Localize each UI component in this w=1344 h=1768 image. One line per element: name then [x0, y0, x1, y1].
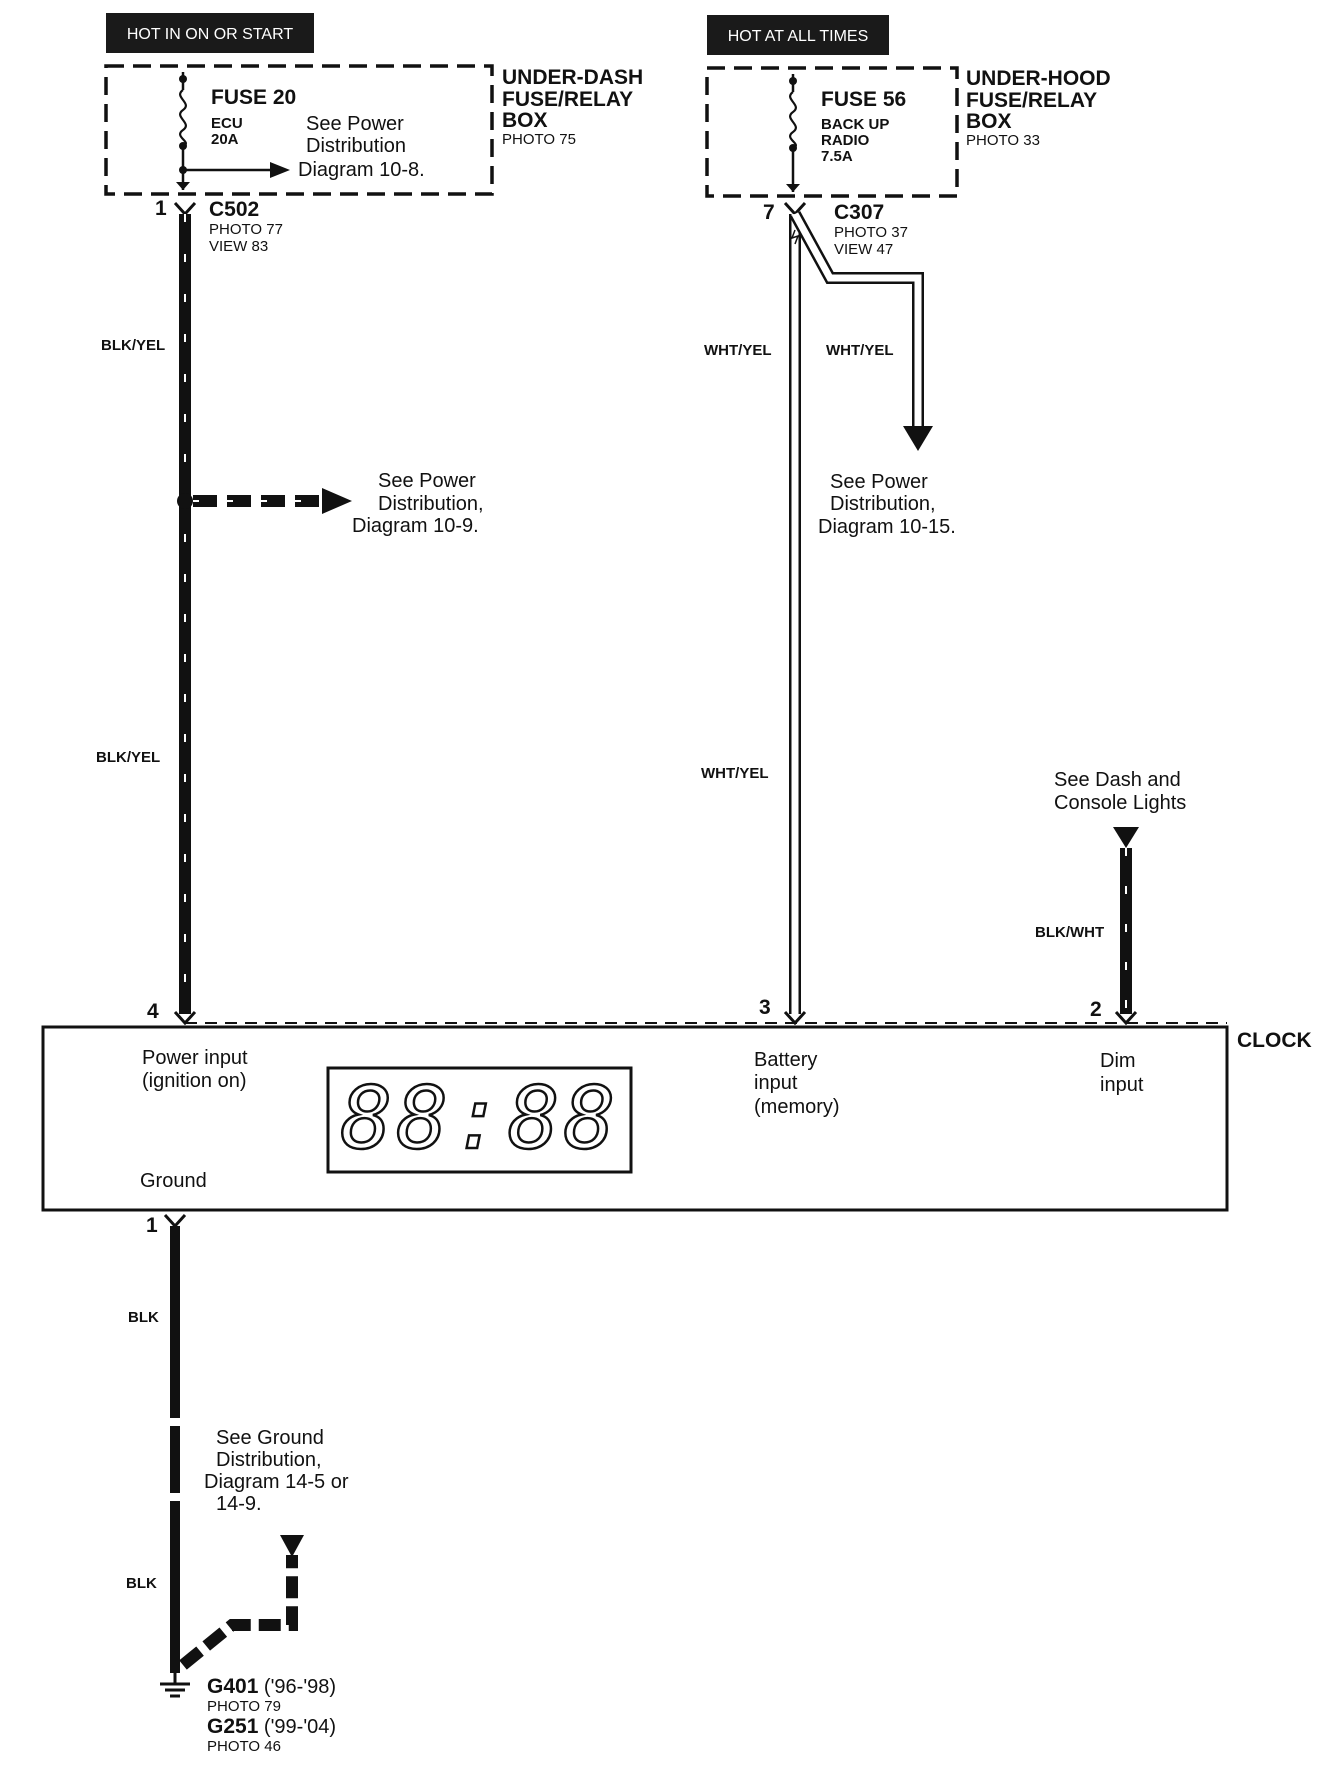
fuse20-symbol	[179, 89, 187, 148]
underhood-fuse-box: FUSE 56 BACK UP RADIO 7.5A UNDER-HOOD FU…	[705, 66, 1111, 198]
clock-ground-label: Ground	[140, 1170, 207, 1192]
g251-years: ('99-'04)	[258, 1716, 336, 1738]
clock-component: 4 3 2 CLOCK Power input (ignition on) Ba…	[41, 996, 1312, 1237]
arrow-down-icon	[280, 1535, 304, 1557]
underdash-box-line3: BOX	[502, 109, 548, 132]
fuse56-circuit2: RADIO	[821, 132, 870, 149]
c502-photo: PHOTO 77	[209, 221, 283, 238]
fuse56-rating: 7.5A	[821, 148, 853, 165]
ground-point-labels: G401 ('96-'98) PHOTO 79 G251 ('99-'04) P…	[207, 1675, 336, 1755]
clock-display-digits: 88:88	[341, 1069, 620, 1169]
terminal-2	[1114, 1010, 1138, 1026]
clock-pin-2: 2	[1090, 998, 1102, 1021]
clock-display	[326, 1066, 633, 1174]
splice-dot	[177, 493, 193, 509]
clock-pin-4: 4	[147, 1000, 159, 1023]
ref-ground-dist-1: See Ground	[216, 1427, 324, 1449]
c307-view: VIEW 47	[834, 241, 893, 258]
ref-pd-10-15-1: See Power	[830, 471, 928, 493]
header-left-label: HOT IN ON OR START	[127, 26, 293, 43]
clock-battery-label-2: input	[754, 1072, 798, 1094]
clock-pin-3: 3	[759, 996, 771, 1019]
arrow-down-icon	[903, 426, 933, 451]
c502-name: C502	[209, 198, 259, 221]
c502-view: VIEW 83	[209, 238, 268, 255]
ref-dash-lights-1: See Dash and	[1054, 769, 1181, 791]
g251-label: G251 ('99-'04)	[207, 1715, 336, 1738]
ref-pd-10-15-2: Distribution,	[830, 493, 936, 515]
arrow-down-icon	[1113, 827, 1139, 848]
ref-ground-dist-2: Distribution,	[216, 1449, 322, 1471]
ref-dash-lights-2: Console Lights	[1054, 792, 1186, 814]
fuse20-circuit: ECU	[211, 115, 243, 132]
fuse20-ref-3: Diagram 10-8.	[298, 159, 425, 181]
g251-id: G251	[207, 1715, 259, 1738]
wire-label-whtyel-2: WHT/YEL	[826, 342, 894, 359]
clock-power-label-2: (ignition on)	[142, 1070, 247, 1092]
fuse20-ref-2: Distribution	[306, 135, 406, 157]
underdash-box-line1: UNDER-DASH	[502, 66, 643, 89]
wire-blk-wht: BLK/WHT	[1035, 827, 1139, 1014]
g251-photo: PHOTO 46	[207, 1738, 281, 1755]
clock-power-label-1: Power input	[142, 1047, 248, 1069]
underhood-box-line1: UNDER-HOOD	[966, 67, 1111, 90]
fuse56-name: FUSE 56	[821, 88, 906, 111]
wire-label-whtyel-1: WHT/YEL	[704, 342, 772, 359]
ground-icon	[160, 1673, 190, 1698]
ref-pd-10-15-3: Diagram 10-15.	[818, 516, 956, 538]
clock-pin-1: 1	[146, 1214, 158, 1237]
arrow-right-icon	[322, 488, 352, 514]
terminal-1	[163, 1213, 187, 1229]
fuse20-ref-1: See Power	[306, 113, 404, 135]
g401-years: ('96-'98)	[258, 1676, 336, 1698]
underhood-box-line2: FUSE/RELAY	[966, 89, 1097, 112]
wire-label-blkwht: BLK/WHT	[1035, 924, 1104, 941]
clock-battery-label-3: (memory)	[754, 1096, 840, 1118]
wire-blk-yel: BLK/YEL BLK/YEL	[96, 214, 352, 1014]
fuse20-rating: 20A	[211, 131, 239, 148]
underdash-box-line2: FUSE/RELAY	[502, 88, 633, 111]
c307-pin: 7	[763, 201, 775, 224]
ref-ground-dist-3: Diagram 14-5 or	[204, 1471, 349, 1493]
header-right-label: HOT AT ALL TIMES	[728, 28, 869, 45]
c502-pin: 1	[155, 197, 167, 220]
c307-photo: PHOTO 37	[834, 224, 908, 241]
underhood-box-line3: BOX	[966, 110, 1012, 133]
clock-title: CLOCK	[1237, 1029, 1312, 1052]
fuse56-circuit1: BACK UP	[821, 116, 889, 133]
wire-label-blk-2: BLK	[126, 1575, 157, 1592]
clock-battery-label-1: Battery	[754, 1049, 817, 1071]
connector-c502: 1 C502 PHOTO 77 VIEW 83	[155, 197, 283, 255]
header-hot-in-on-or-start: HOT IN ON OR START	[106, 13, 314, 53]
clock-dim-label-1: Dim	[1100, 1050, 1136, 1072]
wire-wht-yel: WHT/YEL WHT/YEL WHT/YEL	[701, 211, 933, 1014]
wire-blk: BLK BLK	[126, 1226, 304, 1698]
g401-photo: PHOTO 79	[207, 1698, 281, 1715]
ref-ground-dist-4: 14-9.	[216, 1493, 262, 1515]
wire-label-blkyel-2: BLK/YEL	[96, 749, 160, 766]
arrow-right-icon	[270, 162, 290, 178]
underdash-box-photo: PHOTO 75	[502, 131, 576, 148]
underhood-box-photo: PHOTO 33	[966, 132, 1040, 149]
header-hot-at-all-times: HOT AT ALL TIMES	[707, 15, 889, 55]
fuse56-symbol	[789, 91, 797, 150]
ref-pd-10-9-2: Distribution,	[378, 493, 484, 515]
underdash-fuse-box: FUSE 20 ECU 20A See Power Distribution D…	[104, 64, 643, 196]
wire-label-blkyel-1: BLK/YEL	[101, 337, 165, 354]
connector-c307: 7 C307 PHOTO 37 VIEW 47	[763, 201, 908, 258]
terminal-3	[783, 1010, 807, 1026]
clock-dim-label-2: input	[1100, 1074, 1144, 1096]
wire-label-whtyel-3: WHT/YEL	[701, 765, 769, 782]
g401-id: G401	[207, 1675, 259, 1698]
g401-label: G401 ('96-'98)	[207, 1675, 336, 1698]
c307-name: C307	[834, 201, 884, 224]
fuse20-name: FUSE 20	[211, 86, 296, 109]
terminal-4	[173, 1010, 197, 1026]
ref-pd-10-9-3: Diagram 10-9.	[352, 515, 479, 537]
wire-label-blk-1: BLK	[128, 1309, 159, 1326]
ref-pd-10-9-1: See Power	[378, 470, 476, 492]
